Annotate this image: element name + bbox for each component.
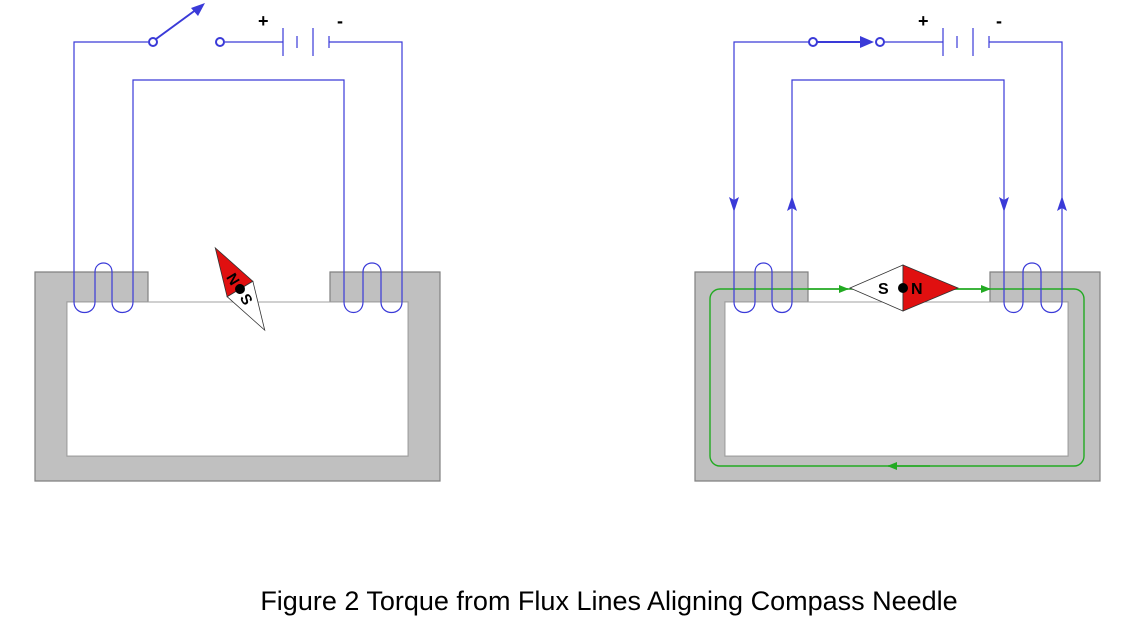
right-compass-south-label: S [878,281,889,298]
right-current-arrow-down-1 [729,197,739,212]
right-coil-a [733,262,793,314]
right-switch-lever-tip [860,36,874,48]
right-switch-pivot [808,37,818,47]
left-battery-plus: + [258,11,269,31]
right-compass-pivot [898,283,908,293]
left-battery-minus: - [337,11,343,31]
right-coil-b [1003,262,1063,314]
left-inner-window [66,301,409,457]
right-current-arrow-up-2 [1057,196,1067,211]
right-inner-window [724,301,1069,457]
left-switch-contact [215,37,225,47]
left-switch-pivot [148,37,158,47]
left-switch-lever [155,8,198,40]
right-current-arrow-up-1 [787,196,797,211]
right-outer-wire [733,41,1063,276]
left-compass-pivot [235,284,245,294]
right-inner-wire [791,79,1005,276]
left-inner-wire [132,79,345,276]
right-panel: + - S N [694,11,1101,482]
left-coil-b [343,262,403,314]
left-panel: + - N S [34,3,441,482]
left-battery [282,28,330,56]
right-compass-north-label: N [911,281,923,298]
right-switch-contact [875,37,885,47]
right-current-arrow-down-2 [999,197,1009,212]
left-compass-needle: N S [214,246,266,332]
right-battery [942,28,990,56]
right-compass-needle: S N [848,264,960,312]
left-outer-wire [73,41,403,276]
right-battery-minus: - [996,11,1002,31]
left-coil-a [73,262,134,314]
left-switch-lever-tip [191,3,205,16]
figure-caption: Figure 2 Torque from Flux Lines Aligning… [260,586,958,616]
right-battery-plus: + [918,11,929,31]
